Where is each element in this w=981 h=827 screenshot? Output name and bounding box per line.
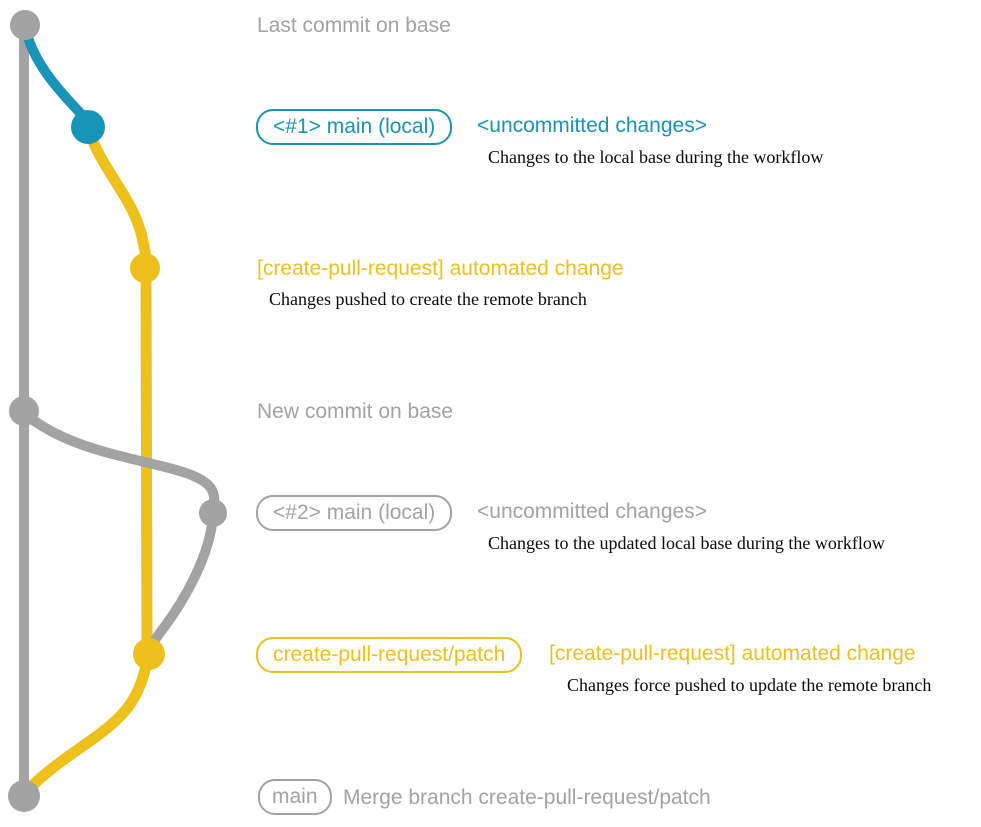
new-commit-label: New commit on base (257, 400, 454, 423)
uncommitted-changes-1-description: Changes to the local base during the wor… (488, 147, 824, 167)
automated-change-1-heading: [create-pull-request] automated change (257, 257, 624, 280)
commit-dot-automated-1 (130, 253, 160, 283)
automated-change-2-heading: [create-pull-request] automated change (549, 642, 916, 665)
last-commit-label: Last commit on base (257, 14, 451, 37)
rebase-curve-upper (19, 408, 220, 509)
merge-curve (22, 650, 154, 796)
commit-dot-uncommitted-2 (199, 499, 227, 527)
rebase-curve-lower (145, 511, 218, 655)
branch-badge-main: main (258, 779, 332, 815)
uncommitted-changes-1-heading: <uncommitted changes> (477, 114, 707, 137)
commit-dot-new-base (9, 396, 39, 426)
uncommitted-changes-2-heading: <uncommitted changes> (477, 500, 707, 523)
commit-dot-uncommitted-1 (71, 110, 105, 144)
branch-badge-main-local-2: <#2> main (local) (256, 495, 453, 531)
merge-commit-label: Merge branch create-pull-request/patch (343, 786, 711, 809)
patch-branch-line (83, 124, 153, 654)
commit-dot-last-base (10, 10, 40, 40)
automated-change-1-description: Changes pushed to create the remote bran… (269, 289, 587, 309)
automated-change-2-description: Changes force pushed to update the remot… (567, 675, 932, 695)
commit-dot-automated-2 (133, 638, 165, 670)
commit-graph (8, 10, 227, 812)
uncommitted-changes-2-description: Changes to the updated local base during… (488, 533, 885, 553)
branch-badge-main-local-1: <#1> main (local) (256, 109, 453, 145)
branch-badge-patch: create-pull-request/patch (256, 637, 523, 673)
commit-dot-merge (8, 780, 40, 812)
local-main-branch-curve (20, 22, 91, 124)
